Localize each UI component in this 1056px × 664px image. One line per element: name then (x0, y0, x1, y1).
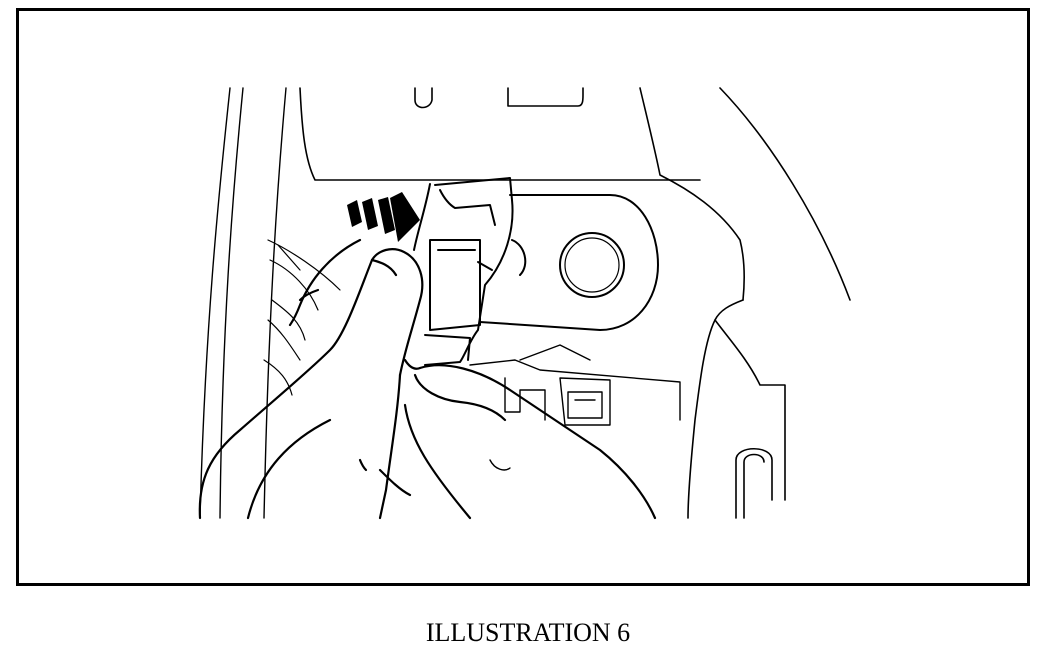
illustration-frame (16, 8, 1030, 586)
bolt-hole-icon (559, 232, 625, 298)
bracket-plate (479, 194, 659, 331)
hand-icon (198, 238, 657, 520)
lower-harness-connector (469, 344, 681, 471)
mounting-bracket (299, 87, 851, 519)
wire-harness (263, 239, 341, 396)
illustration-caption: ILLUSTRATION 6 (425, 618, 631, 647)
electrical-connector (413, 177, 514, 366)
body-panel-outline (199, 87, 287, 519)
dashed-arrow-right-icon (347, 192, 420, 242)
